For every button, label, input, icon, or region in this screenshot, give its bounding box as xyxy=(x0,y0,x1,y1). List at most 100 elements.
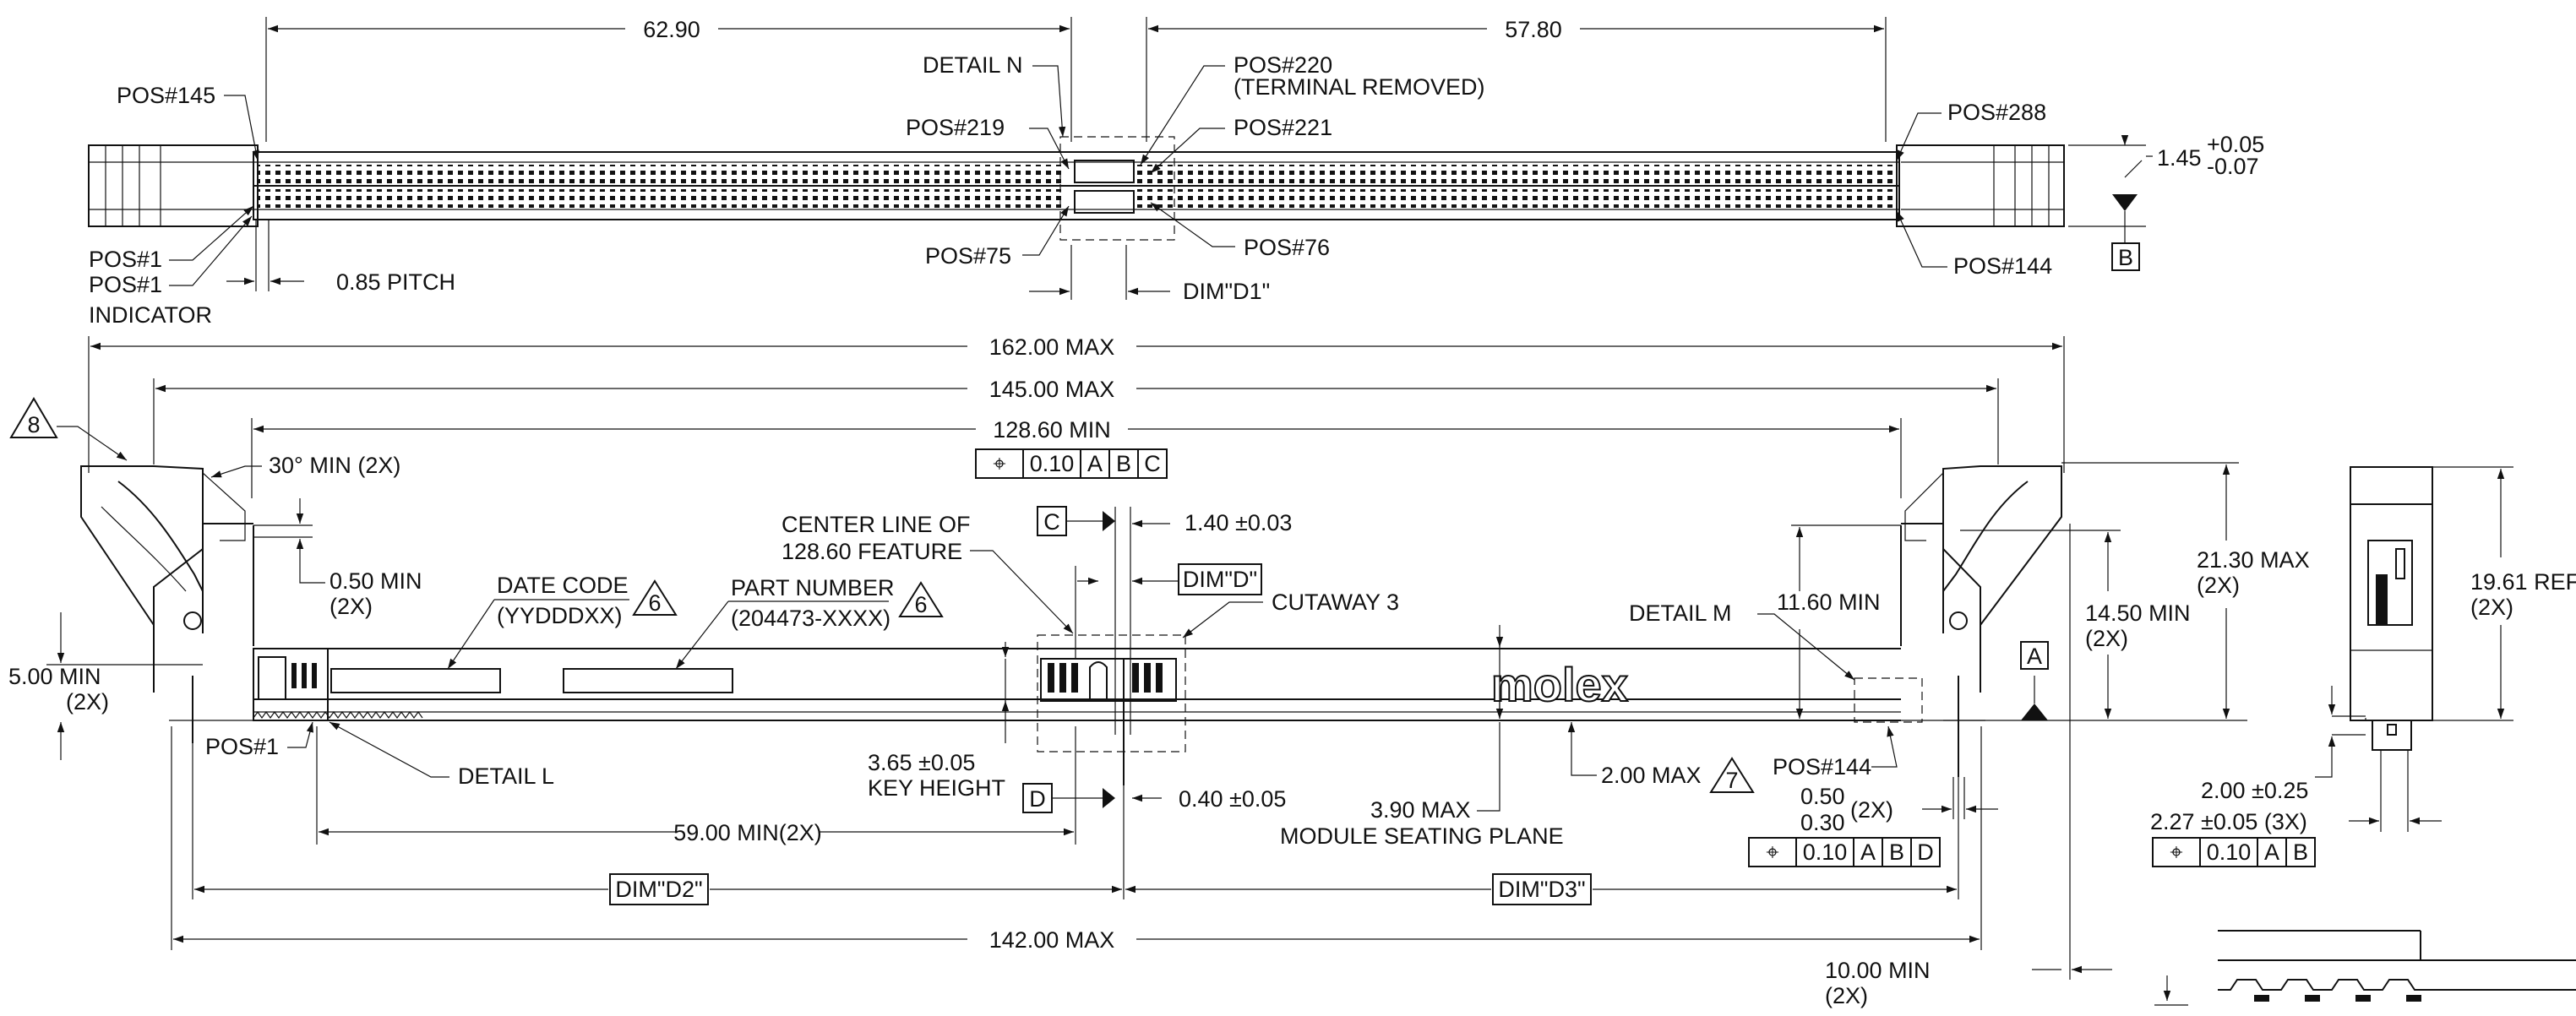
contact-row-lower-right xyxy=(1136,189,1897,208)
svg-text:⌖: ⌖ xyxy=(993,451,1005,476)
callout-pos1-indicator-a: POS#1 xyxy=(89,272,162,297)
part-number-format: (204473-XXXX) xyxy=(731,606,890,631)
dim-d2-box xyxy=(609,873,709,905)
svg-text:A: A xyxy=(1860,839,1876,865)
detail-n-region xyxy=(1059,136,1175,241)
callout-pos144: POS#144 xyxy=(1953,253,2052,279)
date-code-format: (YYDDDXX) xyxy=(497,603,623,628)
callout-pos220: POS#220 xyxy=(1234,52,1332,78)
dim-142-max: 142.00 MAX xyxy=(989,927,1115,953)
datum-d-box xyxy=(1022,783,1053,813)
callout-pos1-indicator-b: INDICATOR xyxy=(89,302,212,328)
dim-10-00: 10.00 MIN xyxy=(1825,958,1931,983)
note-7-number: 7 xyxy=(1725,768,1738,793)
angle-30: 30° MIN (2X) xyxy=(269,453,400,478)
key-height-value: 3.65 ±0.05 xyxy=(868,750,975,775)
dim-d3-box xyxy=(1492,873,1592,905)
detail-fragment xyxy=(2154,930,2576,1006)
note-6b-triangle xyxy=(898,581,944,617)
callout-cutaway: CUTAWAY 3 xyxy=(1272,589,1399,615)
dim-0-40: 0.40 ±0.05 xyxy=(1179,786,1286,812)
dim-21-30: 21.30 MAX xyxy=(2197,547,2310,573)
right-latch-section xyxy=(1904,465,2062,693)
date-code-title: DATE CODE xyxy=(497,573,629,598)
top-view: B 1.45 +0.05 -0.07 62.90 57.80 POS#145 D… xyxy=(88,17,2264,328)
callout-pos221: POS#221 xyxy=(1234,115,1332,140)
dim-0-30: 0.30 xyxy=(1800,810,1845,835)
datum-d-label: D xyxy=(1029,786,1046,812)
note-8-triangle xyxy=(9,397,58,438)
dim-5-00-qty: (2X) xyxy=(66,689,109,714)
svg-text:C: C xyxy=(1144,451,1161,476)
left-latch xyxy=(88,144,259,227)
callout-pos145: POS#145 xyxy=(117,83,215,108)
contact-row-upper-left xyxy=(258,165,1065,183)
datum-a-box xyxy=(2020,641,2049,670)
tolerance-value: 1.45 xyxy=(2157,145,2202,171)
cutaway-region xyxy=(1037,634,1186,752)
dim-d2: DIM"D2" xyxy=(615,877,702,902)
feature-control-frame-3: ⌖ 0.10 A B xyxy=(2152,837,2316,867)
svg-text:⌖: ⌖ xyxy=(1766,839,1778,865)
dim-11-60: 11.60 MIN xyxy=(1777,589,1881,615)
detail-m-region xyxy=(1854,677,1923,723)
dim-21-30-qty: (2X) xyxy=(2197,573,2240,598)
dim-19-61: 19.61 REF xyxy=(2470,569,2576,595)
datum-a-label: A xyxy=(2027,644,2042,669)
svg-text:B: B xyxy=(1116,451,1131,476)
date-code-label-area xyxy=(330,668,501,693)
tolerance-plus: +0.05 xyxy=(2207,132,2264,157)
svg-text:⌖: ⌖ xyxy=(2170,839,2182,865)
callout-detail-n: DETAIL N xyxy=(923,52,1023,78)
contact-row-lower-left xyxy=(258,189,1065,208)
dim-2-00-pm: 2.00 ±0.25 xyxy=(2201,778,2308,803)
dim-62-90: 62.90 xyxy=(643,17,700,42)
datum-c-box xyxy=(1037,506,1067,536)
callout-pos144-front: POS#144 xyxy=(1773,754,1871,780)
note-7-triangle xyxy=(1709,757,1755,793)
callout-pos1: POS#1 xyxy=(89,247,162,272)
svg-text:0.10: 0.10 xyxy=(2207,839,2252,865)
note-6b-number: 6 xyxy=(914,592,927,617)
dim-145-max: 145.00 MAX xyxy=(989,377,1115,402)
feature-control-frame-1: ⌖ 0.10 A B C xyxy=(975,448,1168,479)
seating-plane: MODULE SEATING PLANE xyxy=(1280,823,1564,849)
dim-1-40: 1.40 ±0.03 xyxy=(1185,510,1292,535)
note-8-number: 8 xyxy=(27,412,40,437)
dim-19-61-qty: (2X) xyxy=(2470,595,2513,620)
dim-d: DIM"D" xyxy=(1183,567,1257,592)
key-height-label: KEY HEIGHT xyxy=(868,775,1005,801)
dim-2-27: 2.27 ±0.05 (3X) xyxy=(2150,809,2307,834)
dim-pitch: 0.85 PITCH xyxy=(336,269,455,295)
dim-0-50-qty: (2X) xyxy=(1850,797,1893,823)
dim-3-90: 3.90 MAX xyxy=(1370,797,1471,823)
dim-2-00-max: 2.00 MAX xyxy=(1601,763,1702,788)
dim-0-50: 0.50 xyxy=(1800,784,1845,809)
center-line-feature: 128.60 FEATURE xyxy=(782,539,962,564)
left-latch-section xyxy=(80,465,246,693)
dim-14-50-qty: (2X) xyxy=(2085,626,2128,651)
svg-text:A: A xyxy=(2264,839,2279,865)
dim-0-50-min-qty: (2X) xyxy=(329,594,373,619)
callout-pos219: POS#219 xyxy=(906,115,1005,140)
callout-pos1-front: POS#1 xyxy=(205,734,279,759)
dim-162-max: 162.00 MAX xyxy=(989,334,1115,360)
front-view: 162.00 MAX 145.00 MAX 128.60 MIN ⌖ 0.10 … xyxy=(8,334,2310,1008)
contact-row-upper-right xyxy=(1136,165,1897,183)
svg-text:B: B xyxy=(1889,839,1904,865)
datum-b-label: B xyxy=(2118,245,2133,270)
callout-pos288: POS#288 xyxy=(1947,100,2046,125)
molex-logo: molex xyxy=(1491,658,1628,711)
datum-a-triangle xyxy=(2021,704,2048,720)
datum-b-box xyxy=(2111,242,2140,271)
callout-detail-m: DETAIL M xyxy=(1629,600,1732,626)
svg-text:0.10: 0.10 xyxy=(1030,451,1075,476)
dim-5-00: 5.00 MIN xyxy=(8,664,101,689)
note-6a-triangle xyxy=(632,579,678,616)
feature-control-frame-2: ⌖ 0.10 A B D xyxy=(1748,837,1941,867)
tolerance-minus: -0.07 xyxy=(2207,154,2259,179)
dim-57-80: 57.80 xyxy=(1505,17,1562,42)
side-view: 19.61 REF (2X) 2.00 ±0.25 2.27 ±0.05 (3X… xyxy=(2150,466,2576,867)
datum-c-label: C xyxy=(1043,509,1060,535)
